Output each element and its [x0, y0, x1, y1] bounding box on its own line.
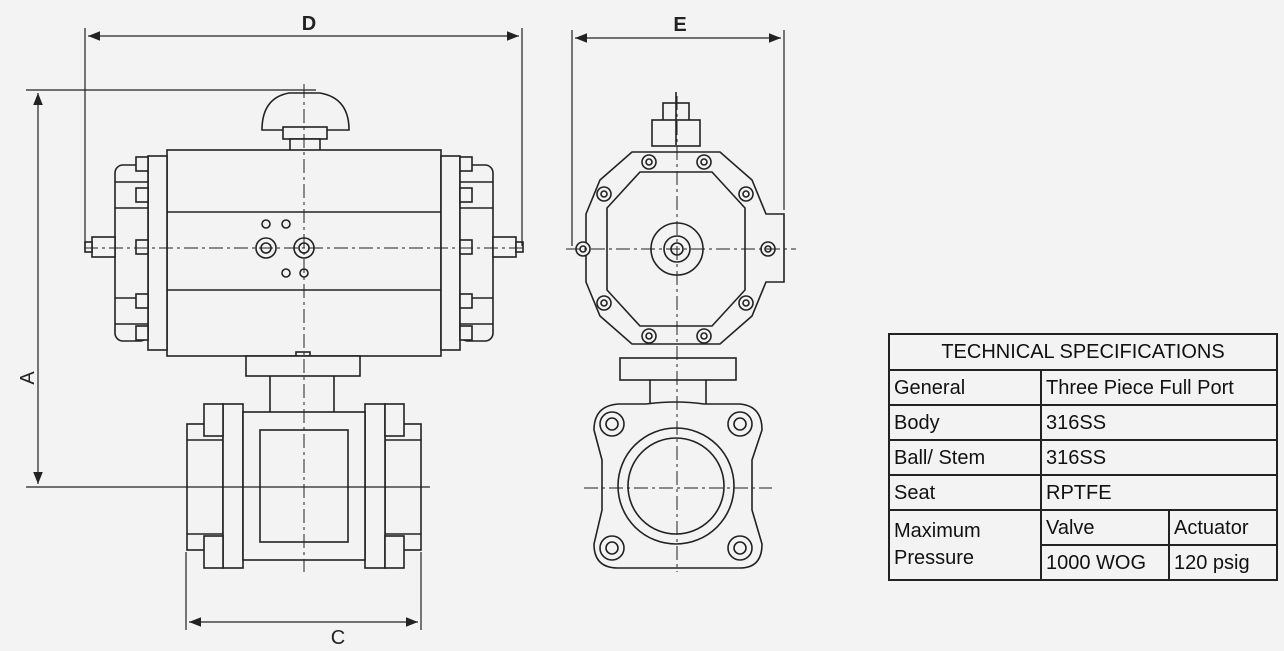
table-row: 1000 WOG 120 psig: [889, 544, 1278, 581]
side-view: [575, 92, 785, 569]
valve-pressure-value: 1000 WOG: [1040, 544, 1170, 581]
spec-label: Body: [888, 404, 1042, 441]
actuator-header: Actuator: [1168, 509, 1278, 546]
spec-label: Ball/ Stem: [888, 439, 1042, 476]
spec-label: Seat: [888, 474, 1042, 511]
pressure-label-line1: Maximum: [894, 520, 981, 542]
table-row: Body 316SS: [888, 404, 1278, 441]
spec-value: RPTFE: [1040, 474, 1278, 511]
valve-header: Valve: [1040, 509, 1170, 546]
table-row: General Three Piece Full Port: [888, 369, 1278, 406]
table-title: TECHNICAL SPECIFICATIONS: [888, 333, 1278, 371]
table-row: Ball/ Stem 316SS: [888, 439, 1278, 476]
dimension-c-label: C: [331, 627, 345, 649]
table-row: Maximum Pressure Valve Actuator: [888, 509, 1278, 581]
spec-value: 316SS: [1040, 404, 1278, 441]
pressure-label: Maximum Pressure: [888, 509, 1042, 581]
actuator-pressure-value: 120 psig: [1168, 544, 1278, 581]
center-lines: [84, 84, 796, 572]
pressure-label-line2: Pressure: [894, 547, 975, 569]
spec-value: 316SS: [1040, 439, 1278, 476]
dimension-a-label: A: [17, 371, 39, 385]
dimension-d-label: D: [302, 13, 316, 35]
table-row: Seat RPTFE: [888, 474, 1278, 511]
dimension-lines: [26, 28, 785, 630]
spec-value: Three Piece Full Port: [1040, 369, 1278, 406]
dimension-e-label: E: [673, 14, 686, 36]
technical-specifications-table: TECHNICAL SPECIFICATIONS General Three P…: [888, 333, 1278, 581]
spec-label: General: [888, 369, 1042, 406]
table-row: TECHNICAL SPECIFICATIONS: [888, 333, 1278, 371]
